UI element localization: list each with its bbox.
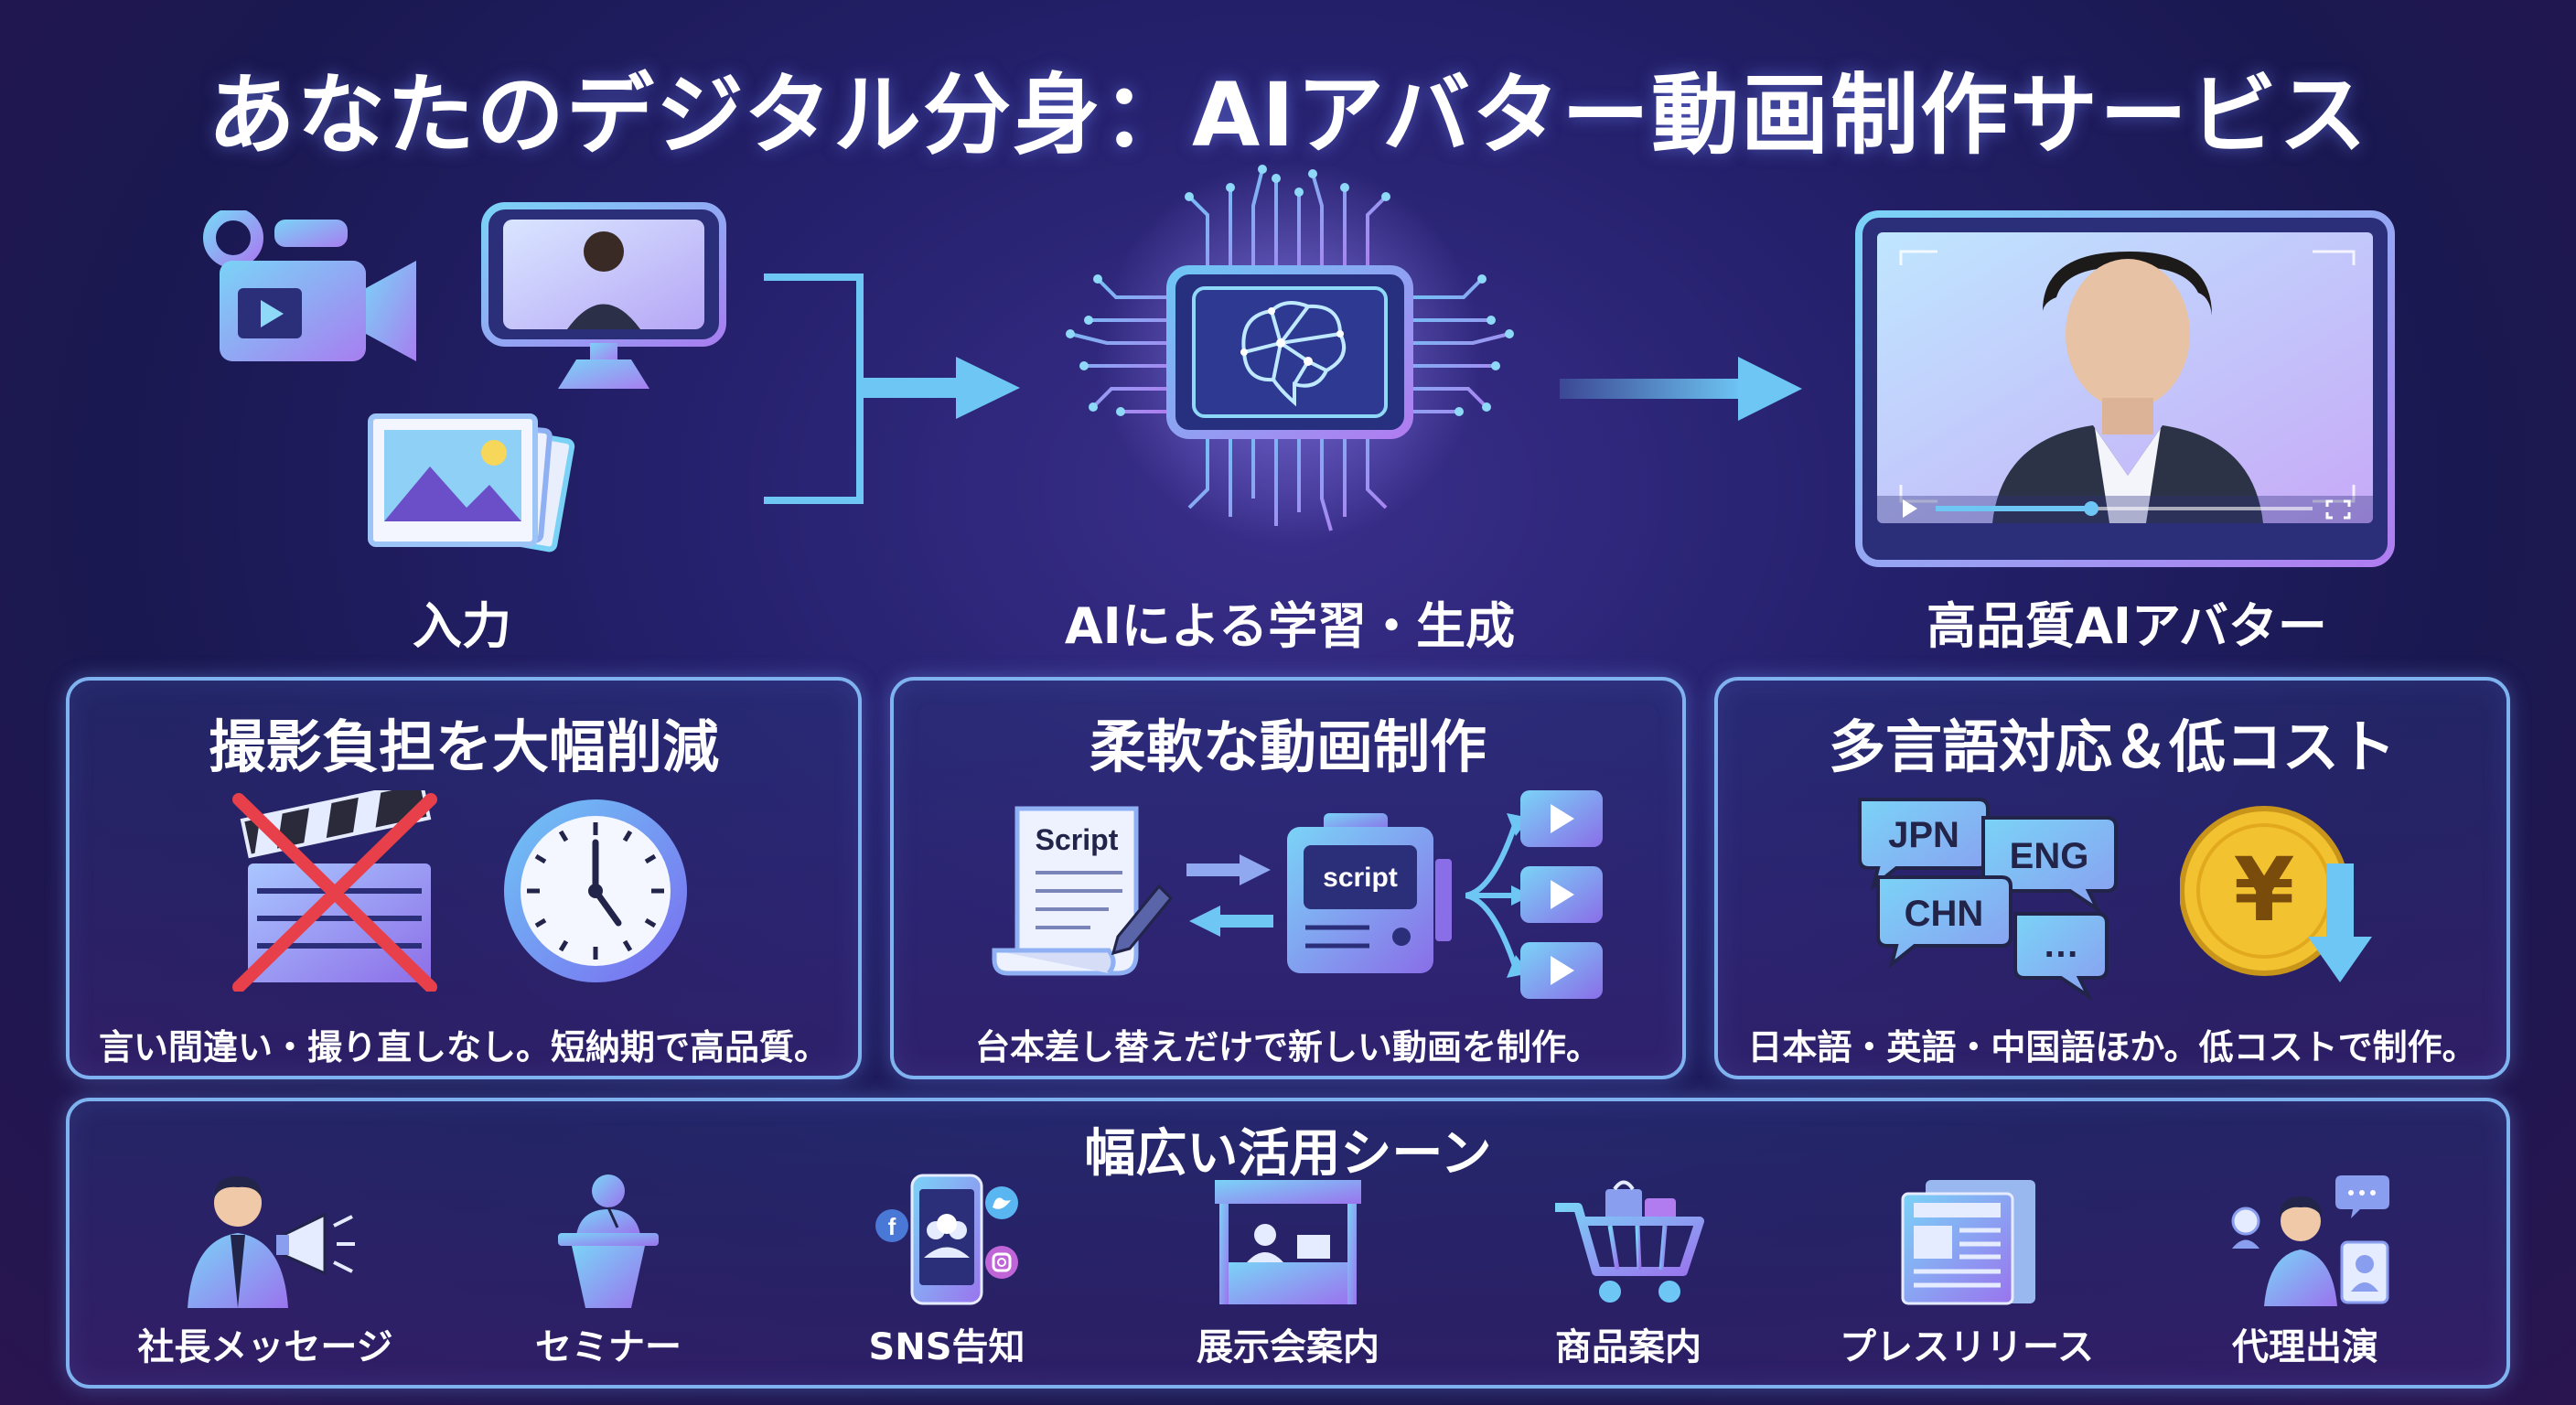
scene-ceo-message: 社長メッセージ	[128, 1171, 402, 1368]
scene-label: 代理出演	[2232, 1326, 2378, 1368]
smartphone-social-icon: f	[875, 1174, 1018, 1305]
scene-press-release: プレスリリース	[1830, 1171, 2104, 1368]
newspaper-icon	[1901, 1180, 2035, 1305]
page-title: あなたのデジタル分身：AIアバター動画制作サービス	[207, 64, 2369, 166]
feature-title: 撮影負担を大幅削減	[208, 713, 719, 780]
ai-brain-chip-icon	[1066, 160, 1514, 544]
feature-caption: 日本語・英語・中国語ほか。低コストで制作。	[1747, 1027, 2477, 1067]
output-arrow-icon	[1560, 357, 1802, 421]
ai-process-label: AIによる学習・生成	[1064, 597, 1516, 655]
scene-proxy-appearance: 代理出演	[2168, 1171, 2442, 1368]
feature-caption: 台本差し替えだけで新しい動画を制作。	[974, 1027, 1601, 1067]
feature-panel-multilingual: 多言語対応＆低コスト JPN ENG CHN … ¥ 日本語・英語・中国語ほか。…	[1714, 677, 2510, 1079]
video-play-icons	[1520, 790, 1603, 999]
video-camera-icon	[203, 210, 416, 361]
lang-jpn: JPN	[1888, 815, 1959, 855]
scene-exhibition: 展示会案内	[1151, 1171, 1425, 1368]
scene-label: SNS告知	[868, 1326, 1025, 1368]
crossed-clapperboard-icon	[232, 790, 437, 992]
feature-caption: 言い間違い・撮り直しなし。短納期で高品質。	[98, 1027, 829, 1067]
phone-stand-icon	[481, 202, 726, 389]
video-generator-icon: script	[1287, 813, 1452, 973]
script-doc-text: Script	[1036, 823, 1119, 856]
avatar-presenter-icon	[2231, 1175, 2389, 1306]
script-document-icon: Script	[992, 806, 1173, 976]
script-machine-text: script	[1323, 863, 1398, 893]
lang-more: …	[2043, 925, 2079, 965]
speech-bubbles-icon: JPN ENG CHN …	[1858, 798, 2118, 1001]
photo-stack-icon	[368, 413, 575, 552]
scene-label: セミナー	[535, 1326, 682, 1368]
exhibition-booth-icon	[1215, 1180, 1361, 1304]
scene-seminar: セミナー	[471, 1171, 746, 1368]
scenes-title: 幅広い活用シーン	[1084, 1124, 1492, 1184]
scene-label: 展示会案内	[1197, 1326, 1379, 1368]
lang-eng: ENG	[2010, 836, 2089, 876]
input-label: 入力	[413, 597, 511, 655]
currency-symbol: ¥	[2234, 839, 2295, 941]
megaphone-speaker-icon	[188, 1176, 355, 1308]
scene-sns: f SNS告知	[810, 1171, 1084, 1368]
scene-product: 商品案内	[1491, 1171, 1766, 1368]
use-scenes-panel: 幅広い活用シーン	[66, 1098, 2510, 1389]
podium-icon	[558, 1174, 659, 1308]
input-arrow-icon	[764, 273, 1020, 504]
feature-title: 柔軟な動画制作	[1089, 713, 1487, 780]
svg-text:f: f	[888, 1213, 896, 1240]
yen-coin-down-icon: ¥	[2180, 806, 2372, 982]
shopping-cart-icon	[1555, 1180, 1704, 1303]
avatar-video-player[interactable]	[1855, 210, 2395, 567]
swap-arrows-icon	[1186, 854, 1273, 937]
feature-panel-reduce-burden: 撮影負担を大幅削減 言い間違い・撮り直しなし。短納期で高品質。	[66, 677, 862, 1079]
scene-label: 商品案内	[1555, 1326, 1701, 1368]
output-label: 高品質AIアバター	[1927, 597, 2327, 655]
lang-chn: CHN	[1905, 894, 1984, 934]
feature-title: 多言語対応＆低コスト	[1828, 713, 2396, 780]
feature-panel-flexible-production: 柔軟な動画制作 Script script 台本差し替えだけで新しい動画を制作。	[890, 677, 1686, 1079]
scene-label: プレスリリース	[1840, 1326, 2094, 1368]
scene-label: 社長メッセージ	[137, 1326, 393, 1368]
clock-icon	[504, 799, 687, 982]
